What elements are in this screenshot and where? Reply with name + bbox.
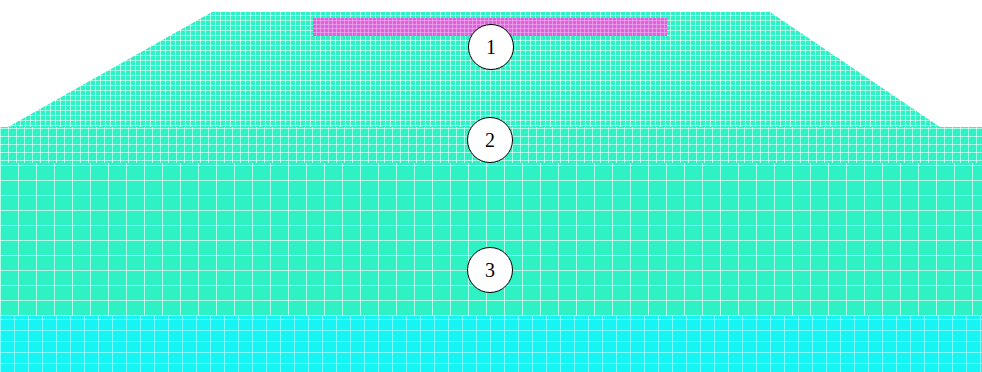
callout-number: 2 bbox=[485, 130, 495, 150]
lower-soil-mesh bbox=[0, 316, 982, 372]
callout-circle: 3 bbox=[467, 247, 513, 293]
middle-soil-mesh bbox=[0, 163, 982, 316]
callout-circle: 1 bbox=[468, 24, 514, 70]
callout-circle: 2 bbox=[467, 117, 513, 163]
embankment-mesh bbox=[8, 12, 940, 127]
callout-number: 1 bbox=[486, 37, 496, 57]
callout-number: 3 bbox=[485, 260, 495, 280]
